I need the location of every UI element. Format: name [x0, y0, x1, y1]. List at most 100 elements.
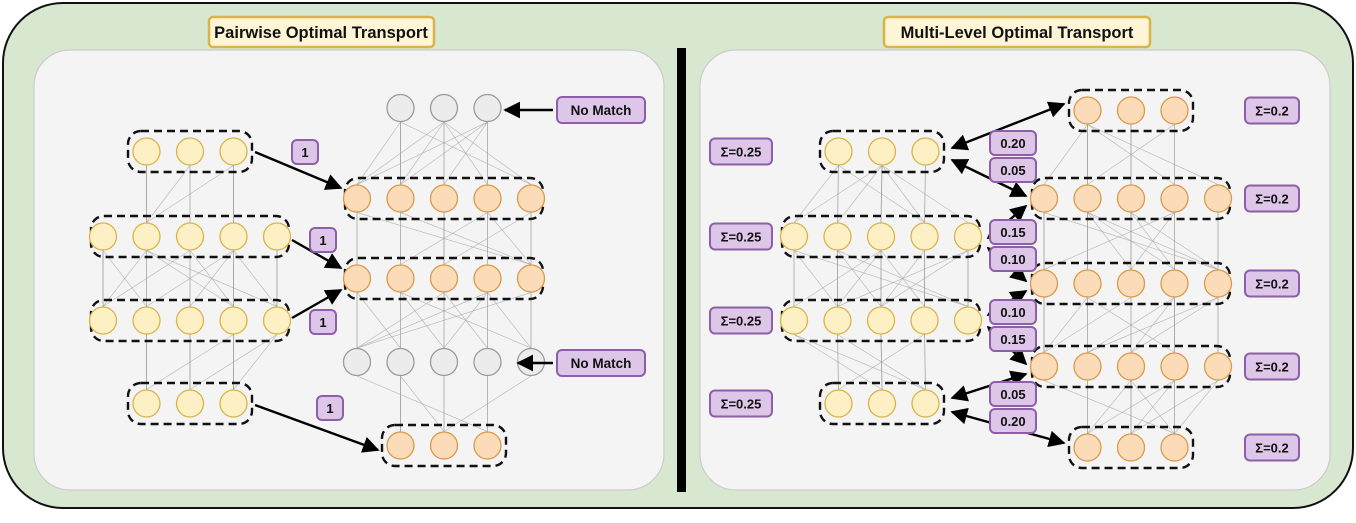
- graph-node: [516, 264, 546, 293]
- ml-transport-arrow-1: [950, 101, 1066, 151]
- pairwise-transport-badges: 1 1 1 1 No Match No Match: [291, 96, 646, 421]
- title-multilevel-label: Multi-Level Optimal Transport: [901, 24, 1134, 42]
- graph-node: [386, 264, 415, 293]
- ml-transport-arrow-7: [950, 370, 1028, 402]
- graph-node: [1029, 184, 1059, 213]
- ml-target-mass-2: Σ=0.2: [1244, 184, 1300, 213]
- ml-target-mass-5: Σ=0.2: [1244, 433, 1300, 462]
- graph-node: [473, 93, 502, 123]
- svg-text:1: 1: [301, 145, 308, 160]
- graph-node: [1073, 96, 1102, 125]
- graph-node: [386, 431, 415, 460]
- graph-node: [132, 222, 161, 251]
- ml-source-group-1-box: [818, 129, 946, 174]
- graph-node: [219, 306, 248, 335]
- svg-text:Σ=0.2: Σ=0.2: [1255, 103, 1288, 118]
- source-group-4-box: [126, 381, 254, 426]
- graph-node: [1203, 352, 1233, 381]
- graph-node: [219, 222, 248, 251]
- svg-text:0.20: 0.20: [1000, 414, 1025, 429]
- svg-text:Σ=0.25: Σ=0.25: [721, 229, 762, 244]
- multilevel-mass-badges: Σ=0.25Σ=0.25Σ=0.25Σ=0.25Σ=0.2Σ=0.2Σ=0.2Σ…: [709, 96, 1300, 462]
- graph-node: [779, 306, 809, 335]
- no-match-annotation-1: No Match: [556, 96, 646, 124]
- graph-node: [386, 184, 415, 213]
- graph-node: [386, 93, 415, 123]
- graph-node: [175, 306, 205, 335]
- graph-node: [1073, 433, 1102, 462]
- graph-node: [88, 222, 118, 251]
- graph-node: [342, 347, 372, 377]
- ml-target-mass-1: Σ=0.2: [1244, 96, 1300, 125]
- target-group-3-box: [380, 423, 508, 468]
- graph-node: [1029, 352, 1059, 381]
- ml-transport-badge-6: 0.15: [989, 326, 1037, 352]
- graph-node: [1160, 433, 1189, 462]
- ml-transport-badge-5: 0.10: [989, 299, 1037, 325]
- graph-node: [1116, 269, 1146, 298]
- graph-node: [1160, 269, 1189, 298]
- ml-transport-badge-1: 0.20: [989, 130, 1037, 156]
- transport-arrow-3: [291, 288, 343, 320]
- graph-node: [911, 389, 940, 418]
- svg-text:0.10: 0.10: [1000, 252, 1025, 267]
- graph-node: [342, 264, 372, 293]
- svg-text:1: 1: [319, 315, 326, 330]
- transport-arrow-2: [291, 238, 343, 270]
- title-multilevel: Multi-Level Optimal Transport: [882, 15, 1152, 49]
- pairwise-nodes: [88, 93, 546, 460]
- source-group-1-box: [126, 129, 254, 174]
- ml-transport-badge-3: 0.15: [989, 219, 1037, 245]
- graph-node: [473, 184, 502, 213]
- svg-text:0.15: 0.15: [1000, 332, 1025, 347]
- graph-node: [824, 137, 853, 166]
- svg-text:0.10: 0.10: [1000, 305, 1025, 320]
- graph-node: [1203, 184, 1233, 213]
- transport-arrow-4: [254, 403, 380, 453]
- graph-node: [473, 347, 502, 377]
- graph-node: [429, 431, 459, 460]
- svg-text:0.05: 0.05: [1000, 387, 1025, 402]
- graph-node: [1160, 184, 1189, 213]
- graph-node: [1073, 352, 1102, 381]
- graph-node: [953, 222, 983, 251]
- ml-target-group-5-box: [1067, 425, 1195, 470]
- graph-node: [1073, 184, 1102, 213]
- ml-transport-badge-8: 0.20: [989, 408, 1037, 434]
- graph-node: [262, 222, 292, 251]
- transport-badge-4: 1: [316, 395, 344, 421]
- ml-target-group-1-box: [1067, 88, 1195, 133]
- graph-node: [1203, 269, 1233, 298]
- ml-transport-badge-7: 0.05: [989, 381, 1037, 407]
- graph-node: [867, 137, 897, 166]
- graph-node: [910, 306, 939, 335]
- ml-target-mass-3: Σ=0.2: [1244, 269, 1300, 298]
- svg-text:0.20: 0.20: [1000, 136, 1025, 151]
- svg-text:No Match: No Match: [571, 356, 632, 371]
- svg-text:1: 1: [326, 401, 333, 416]
- svg-text:0.15: 0.15: [1000, 225, 1025, 240]
- ml-target-mass-4: Σ=0.2: [1244, 352, 1300, 381]
- graph-node: [1116, 96, 1146, 125]
- graph-node: [1160, 352, 1189, 381]
- graph-node: [1116, 433, 1146, 462]
- ml-transport-badge-2: 0.05: [989, 157, 1037, 183]
- graph-node: [175, 389, 205, 418]
- graph-node: [823, 222, 852, 251]
- svg-text:Σ=0.25: Σ=0.25: [721, 396, 762, 411]
- title-pairwise: Pairwise Optimal Transport: [207, 15, 436, 49]
- transport-arrow-1: [254, 150, 343, 190]
- graph-node: [175, 222, 205, 251]
- ml-source-mass-4: Σ=0.25: [709, 389, 773, 418]
- graph-node: [867, 389, 897, 418]
- graph-node: [175, 137, 205, 166]
- svg-text:No Match: No Match: [571, 103, 632, 118]
- graph-node: [429, 184, 459, 213]
- transport-badge-2: 1: [309, 227, 337, 253]
- graph-node: [779, 222, 809, 251]
- graph-node: [1073, 269, 1102, 298]
- graph-node: [429, 264, 459, 293]
- svg-text:Σ=0.2: Σ=0.2: [1255, 359, 1288, 374]
